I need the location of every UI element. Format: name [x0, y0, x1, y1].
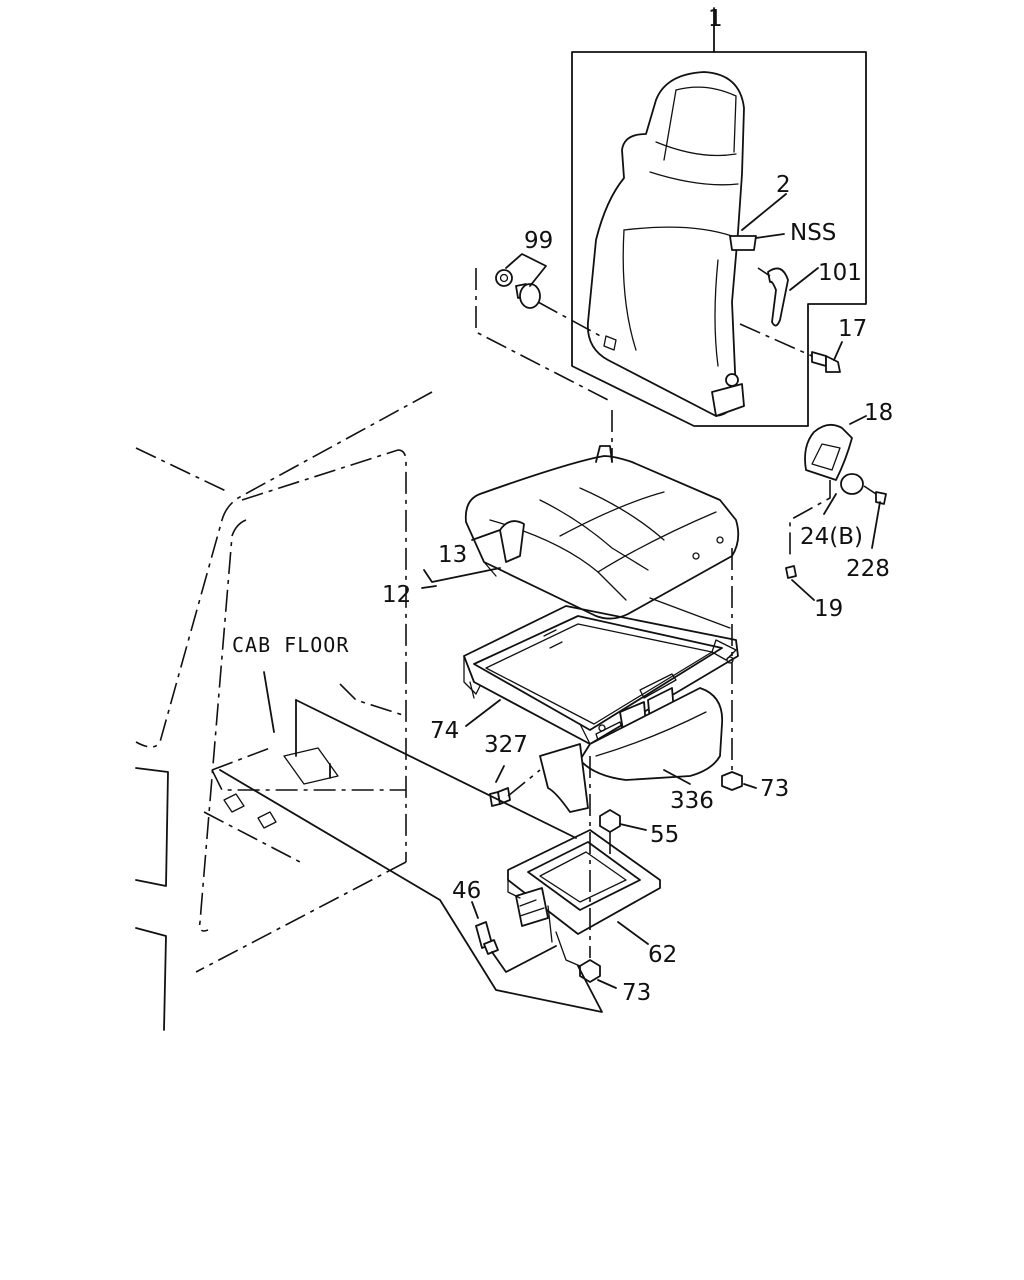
callout-99: 99: [524, 228, 553, 254]
callout-336: 336: [670, 788, 714, 814]
cab-floor-panel: [223, 699, 339, 829]
callout-1: 1: [708, 6, 723, 32]
knob: [519, 283, 541, 309]
callout-101: 101: [818, 260, 862, 286]
nut-73-lower: [579, 959, 601, 983]
bolt-46: [471, 901, 557, 973]
callout-73-upper: 73: [760, 776, 789, 802]
under-seat-tray: [539, 687, 723, 813]
side-cover: [785, 415, 887, 601]
cushion-hinge-tab: [595, 445, 613, 463]
belt-clip-nss: [729, 193, 787, 251]
callout-18: 18: [864, 400, 893, 426]
nut-55: [599, 809, 621, 833]
side-bracket: [539, 743, 589, 813]
callout-228: 228: [846, 556, 890, 582]
nut-73-upper: [721, 771, 743, 791]
callout-73-lower: 73: [622, 980, 651, 1006]
callout-62: 62: [648, 942, 677, 968]
recliner-lever: [757, 267, 819, 327]
callout-46: 46: [452, 878, 481, 904]
callout-327: 327: [484, 732, 528, 758]
screw-228: [875, 491, 887, 505]
screw-19: [785, 565, 797, 579]
callout-13: 13: [438, 542, 467, 568]
callout-74: 74: [430, 718, 459, 744]
fasteners: [579, 548, 757, 989]
seat-back-cushion: [586, 71, 745, 417]
knob-set: [475, 253, 613, 403]
cab-structure: [135, 391, 433, 1031]
seat-back-assembly: [571, 7, 867, 427]
callout-55: 55: [650, 822, 679, 848]
callout-24b: 24(B): [800, 524, 863, 550]
seat-cushion: [421, 410, 740, 620]
callout-labels: 1 2 NSS 99 101 17 18 24(B) 228 19 13 12 …: [232, 6, 893, 1006]
callout-2: 2: [776, 172, 791, 198]
cab-floor-leaders: [219, 671, 603, 1013]
pivot-knob: [725, 373, 739, 387]
seat-base-bracket: [507, 829, 661, 967]
washer: [495, 269, 513, 287]
cap-24b: [840, 473, 864, 495]
callout-12: 12: [382, 582, 411, 608]
recliner-mount: [711, 383, 745, 417]
bolt-17: [739, 323, 843, 373]
callout-19: 19: [814, 596, 843, 622]
seat-back-hinge-tab: [603, 335, 617, 351]
cushion-strap-13: [499, 520, 525, 563]
callout-17: 17: [838, 316, 867, 342]
callout-cab-floor: CAB FLOOR: [232, 633, 349, 657]
callout-nss: NSS: [790, 220, 836, 246]
